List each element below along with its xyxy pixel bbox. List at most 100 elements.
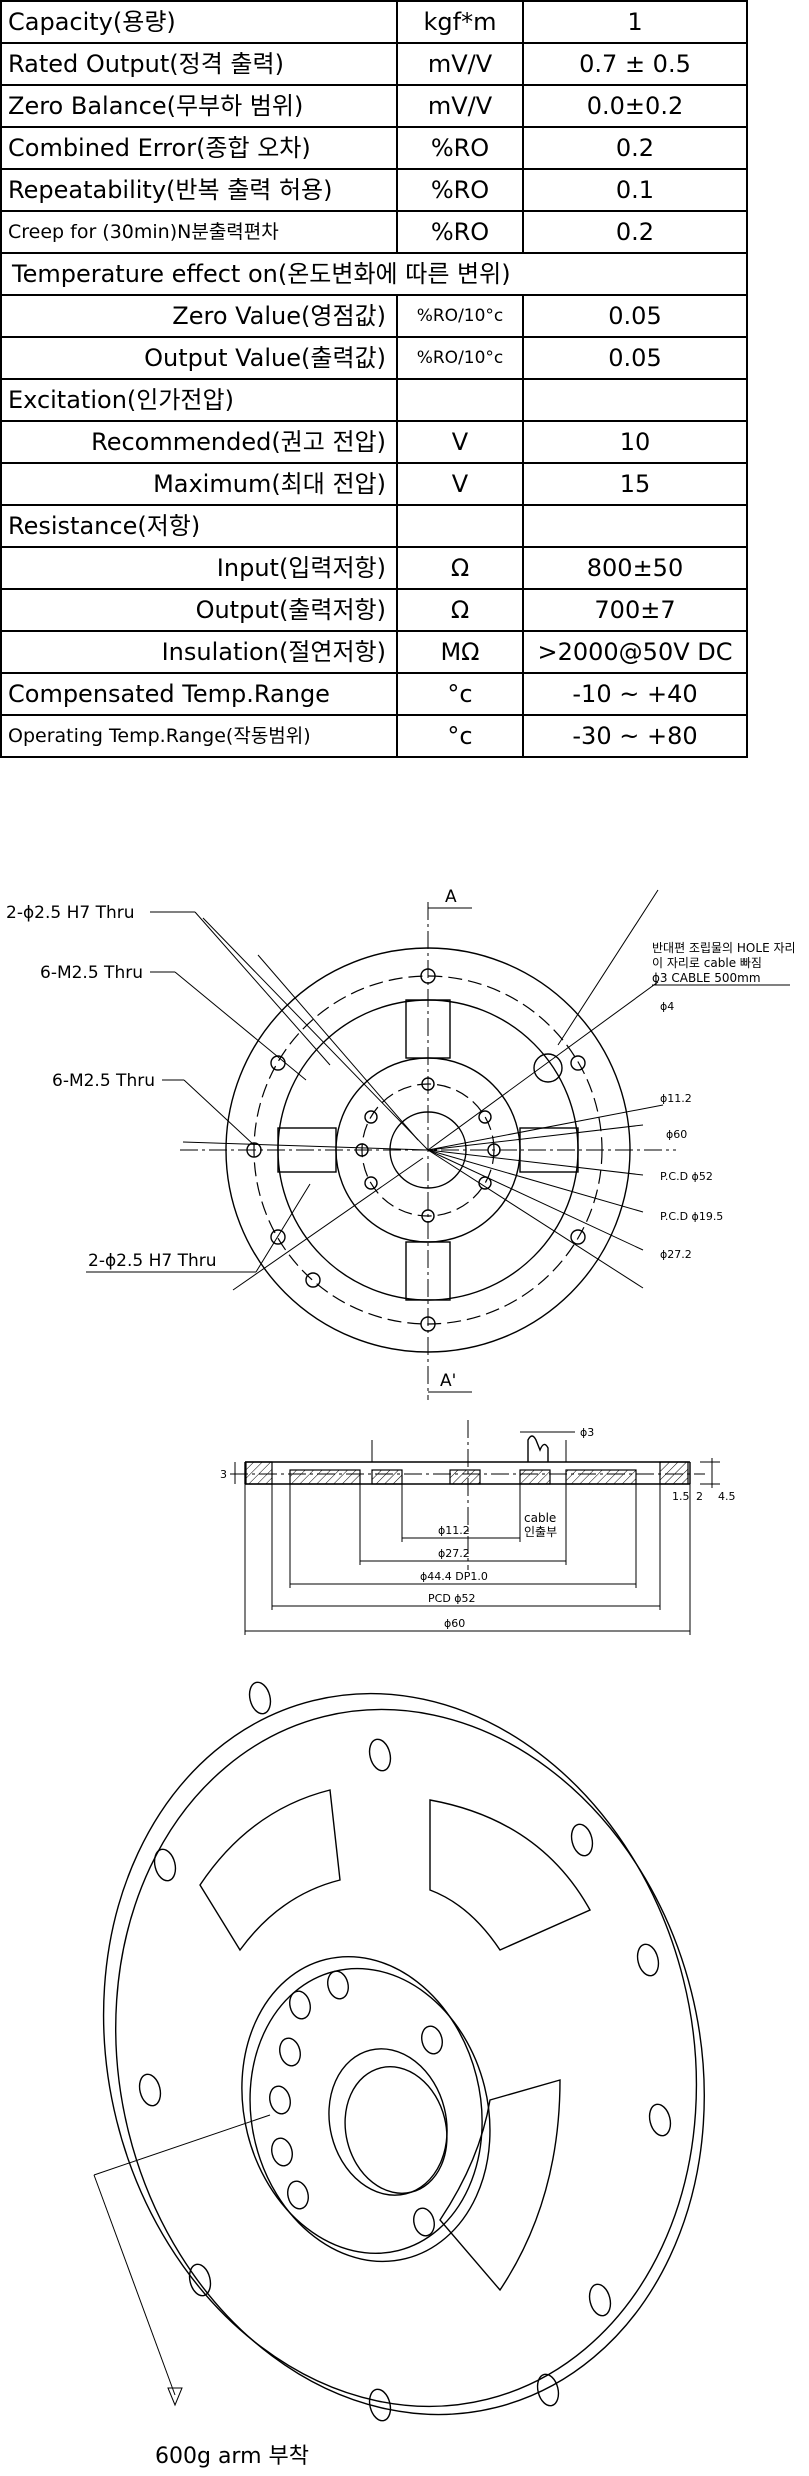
param-cell: Output(출력저항) bbox=[0, 588, 398, 632]
value-cell: 0.7 ± 0.5 bbox=[522, 42, 748, 86]
cable-note-line2: 이 자리로 cable 빠짐 bbox=[652, 956, 762, 970]
param-cell: Zero Value(영점값) bbox=[0, 294, 398, 338]
param-cell: Repeatability(반복 출력 허용) bbox=[0, 168, 398, 212]
dim-phi4: ϕ4 bbox=[660, 1000, 674, 1013]
param-cell: Creep for (30min)N분출력편차 bbox=[0, 210, 398, 254]
table-row: Insulation(절연저항) MΩ >2000@50V DC bbox=[0, 630, 748, 674]
dim-3: 3 bbox=[220, 1468, 227, 1481]
table-row: Input(입력저항) Ω 800±50 bbox=[0, 546, 748, 590]
param-cell: Insulation(절연저항) bbox=[0, 630, 398, 674]
param-cell: Resistance(저항) bbox=[0, 504, 398, 548]
value-cell: 15 bbox=[522, 462, 748, 506]
cable-label-1: cable bbox=[524, 1511, 556, 1525]
dim-phi44-4: ϕ44.4 DP1.0 bbox=[420, 1570, 488, 1583]
unit-cell: mV/V bbox=[396, 84, 524, 128]
param-cell: Combined Error(종합 오차) bbox=[0, 126, 398, 170]
section-profile bbox=[230, 1420, 705, 1570]
table-row: Repeatability(반복 출력 허용) %RO 0.1 bbox=[0, 168, 748, 212]
table-row: Combined Error(종합 오차) %RO 0.2 bbox=[0, 126, 748, 170]
table-row: Rated Output(정격 출력) mV/V 0.7 ± 0.5 bbox=[0, 42, 748, 86]
dim-2: 2 bbox=[696, 1490, 703, 1503]
arm-note: 600g arm 부착 bbox=[155, 2444, 309, 2469]
value-cell: 0.05 bbox=[522, 294, 748, 338]
unit-cell bbox=[396, 504, 524, 548]
value-cell: 10 bbox=[522, 420, 748, 464]
dimension-leaders bbox=[182, 889, 664, 1291]
unit-cell: %RO/10°c bbox=[396, 336, 524, 380]
dim-phi27-2: ϕ27.2 bbox=[438, 1547, 470, 1560]
callout-6m-left: 6-M2.5 Thru bbox=[52, 1071, 155, 1091]
param-cell: Recommended(권고 전압) bbox=[0, 420, 398, 464]
value-cell: 0.2 bbox=[522, 126, 748, 170]
dim-4-5: 4.5 bbox=[718, 1490, 736, 1503]
iso-inner-holes bbox=[269, 1970, 443, 2237]
unit-cell: %RO bbox=[396, 168, 524, 212]
dim-phi3: ϕ3 bbox=[580, 1426, 594, 1439]
unit-cell: Ω bbox=[396, 588, 524, 632]
value-cell: 0.0±0.2 bbox=[522, 84, 748, 128]
iso-windows bbox=[199, 1789, 591, 2292]
param-cell: Zero Balance(무부하 범위) bbox=[0, 84, 398, 128]
value-cell: 0.1 bbox=[522, 168, 748, 212]
table-row: Output Value(출력값) %RO/10°c 0.05 bbox=[0, 336, 748, 380]
value-cell bbox=[522, 504, 748, 548]
param-cell: Input(입력저항) bbox=[0, 546, 398, 590]
table-section-row: Temperature effect on(온도변화에 따른 변위) bbox=[0, 252, 748, 296]
unit-cell: %RO bbox=[396, 210, 524, 254]
value-cell: 0.05 bbox=[522, 336, 748, 380]
param-cell: Output Value(출력값) bbox=[0, 336, 398, 380]
unit-cell: MΩ bbox=[396, 630, 524, 674]
param-cell: Operating Temp.Range(작동범위) bbox=[0, 714, 398, 758]
dim-phi11-2: ϕ11.2 bbox=[660, 1092, 692, 1105]
unit-cell: V bbox=[396, 420, 524, 464]
value-cell: 800±50 bbox=[522, 546, 748, 590]
callout-2phi-bottom: 2-ϕ2.5 H7 Thru bbox=[88, 1251, 217, 1271]
table-row: Capacity(용량) kgf*m 1 bbox=[0, 0, 748, 44]
table-row: Zero Value(영점값) %RO/10°c 0.05 bbox=[0, 294, 748, 338]
value-cell: -30 ~ +80 bbox=[522, 714, 748, 758]
dim-pcd19-5: P.C.D ϕ19.5 bbox=[660, 1210, 723, 1223]
section-dimensions bbox=[234, 1431, 720, 1635]
value-cell: 0.2 bbox=[522, 210, 748, 254]
callout-2phi-top: 2-ϕ2.5 H7 Thru bbox=[6, 903, 135, 923]
outer-holes bbox=[246, 968, 586, 1332]
spec-table: Capacity(용량) kgf*m 1 Rated Output(정격 출력)… bbox=[0, 0, 748, 758]
table-row: Output(출력저항) Ω 700±7 bbox=[0, 588, 748, 632]
unit-cell: °c bbox=[396, 714, 524, 758]
param-cell: Excitation(인가전압) bbox=[0, 378, 398, 422]
dim-1-5: 1.5 bbox=[672, 1490, 690, 1503]
table-row: Recommended(권고 전압) V 10 bbox=[0, 420, 748, 464]
unit-cell bbox=[396, 378, 524, 422]
unit-cell: %RO/10°c bbox=[396, 294, 524, 338]
arm-leader bbox=[93, 2114, 271, 2407]
unit-cell: kgf*m bbox=[396, 0, 524, 44]
isometric-view-drawing: 600g arm 부착 bbox=[93, 1681, 705, 2469]
value-cell: >2000@50V DC bbox=[522, 630, 748, 674]
iso-outer-holes bbox=[138, 1681, 672, 2422]
cable-note-line1: 반대편 조립물의 HOLE 자리 bbox=[652, 941, 796, 955]
callouts: 2-ϕ2.5 H7 Thru 6-M2.5 Thru 6-M2.5 Thru 2… bbox=[6, 887, 796, 1393]
unit-cell: °c bbox=[396, 672, 524, 716]
table-row: Zero Balance(무부하 범위) mV/V 0.0±0.2 bbox=[0, 84, 748, 128]
table-row: Resistance(저항) bbox=[0, 504, 748, 548]
value-cell: 700±7 bbox=[522, 588, 748, 632]
unit-cell: %RO bbox=[396, 126, 524, 170]
param-cell: Rated Output(정격 출력) bbox=[0, 42, 398, 86]
table-row: Operating Temp.Range(작동범위) °c -30 ~ +80 bbox=[0, 714, 748, 758]
dim-phi11-2: ϕ11.2 bbox=[438, 1524, 470, 1537]
table-row: Compensated Temp.Range °c -10 ~ +40 bbox=[0, 672, 748, 716]
param-cell: Compensated Temp.Range bbox=[0, 672, 398, 716]
cable-note-line3: ϕ3 CABLE 500mm bbox=[652, 971, 761, 985]
callout-6m-upper: 6-M2.5 Thru bbox=[40, 963, 143, 983]
value-cell: -10 ~ +40 bbox=[522, 672, 748, 716]
unit-cell: V bbox=[396, 462, 524, 506]
table-row: Creep for (30min)N분출력편차 %RO 0.2 bbox=[0, 210, 748, 254]
table-row: Excitation(인가전압) bbox=[0, 378, 748, 422]
iso-flange bbox=[102, 1692, 705, 2416]
section-a-label: A bbox=[445, 887, 457, 907]
param-cell: Capacity(용량) bbox=[0, 0, 398, 44]
section-labels: ϕ3 3 1.5 2 4.5 ϕ11.2 ϕ27.2 ϕ44.4 DP1.0 P… bbox=[220, 1426, 736, 1630]
section-view-drawing: ϕ3 3 1.5 2 4.5 ϕ11.2 ϕ27.2 ϕ44.4 DP1.0 P… bbox=[220, 1420, 736, 1635]
dim-phi27-2: ϕ27.2 bbox=[660, 1248, 692, 1261]
unit-cell: Ω bbox=[396, 546, 524, 590]
